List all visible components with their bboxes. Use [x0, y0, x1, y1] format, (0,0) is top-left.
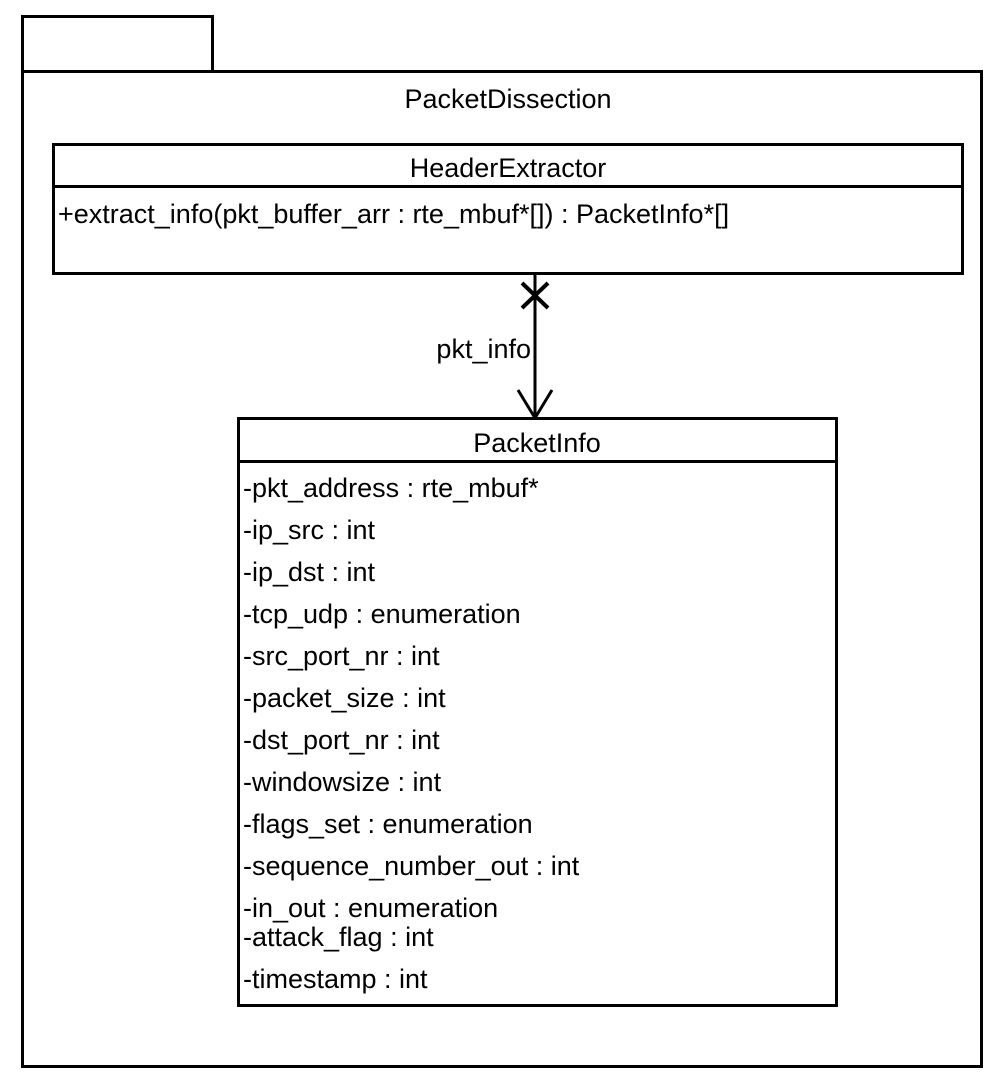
- package-tab: [21, 15, 214, 73]
- association-pkt-info[interactable]: pkt_info: [436, 273, 554, 421]
- class-packetinfo-title: PacketInfo: [473, 428, 601, 458]
- association-label: pkt_info: [436, 334, 531, 364]
- class-packetinfo-attribute: -flags_set : enumeration: [243, 809, 533, 839]
- class-headerextractor-operation: +extract_info(pkt_buffer_arr : rte_mbuf*…: [58, 199, 729, 229]
- class-packetinfo-attribute: -packet_size : int: [243, 683, 446, 713]
- class-packetinfo-frame: [237, 417, 838, 1007]
- association-cross-icon-stroke-b: [520, 281, 550, 310]
- class-packetinfo-attribute: -windowsize : int: [243, 767, 442, 797]
- class-packetinfo-attribute: -ip_dst : int: [243, 557, 376, 587]
- class-packetinfo-attribute: -tcp_udp : enumeration: [243, 599, 521, 629]
- class-packetinfo-attribute: -pkt_address : rte_mbuf*: [243, 473, 539, 503]
- class-packetinfo-attribute: -src_port_nr : int: [243, 641, 440, 671]
- class-packetinfo[interactable]: PacketInfo -pkt_address : rte_mbuf* -ip_…: [237, 417, 838, 1007]
- class-packetinfo-attribute: -dst_port_nr : int: [243, 725, 440, 755]
- class-packetinfo-attribute: -ip_src : int: [243, 515, 376, 545]
- class-headerextractor-frame: [52, 143, 964, 275]
- class-packetinfo-attribute: -in_out : enumeration: [243, 893, 498, 923]
- class-headerextractor[interactable]: HeaderExtractor +extract_info(pkt_buffer…: [52, 143, 964, 275]
- package-title: PacketDissection: [404, 84, 611, 114]
- class-packetinfo-attribute: -timestamp : int: [243, 964, 428, 994]
- class-headerextractor-title: HeaderExtractor: [410, 153, 607, 183]
- class-packetinfo-attribute: -sequence_number_out : int: [243, 851, 580, 881]
- class-packetinfo-attribute: -attack_flag : int: [243, 922, 434, 952]
